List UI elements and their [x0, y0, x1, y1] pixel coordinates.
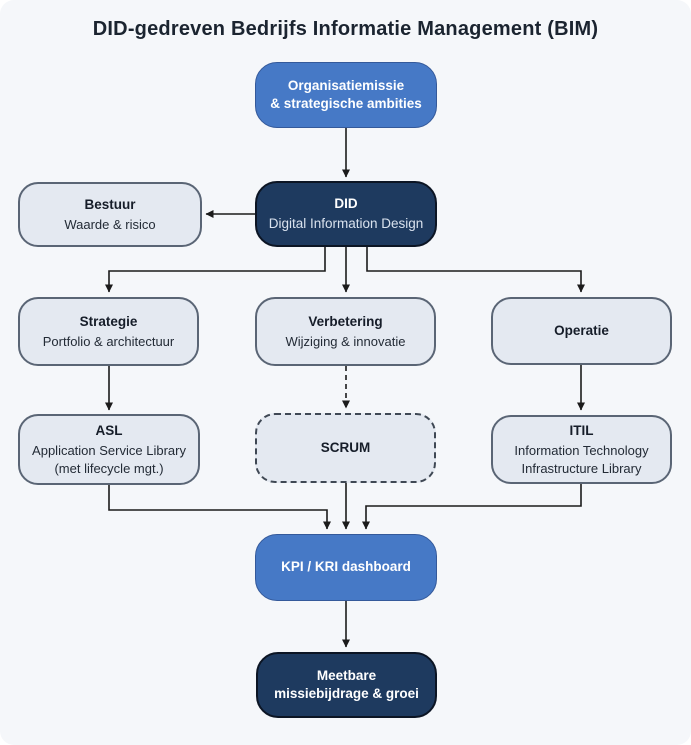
node-bestuur-subtitle: Waarde & risico: [64, 216, 156, 232]
node-verbetering-subtitle: Wijziging & innovatie: [285, 333, 406, 349]
node-asl: ASL Application Service Library (met lif…: [18, 414, 200, 485]
arrow-itil-to-kpi: [362, 484, 582, 530]
node-kpi-kri-dashboard: KPI / KRI dashboard: [255, 534, 437, 601]
node-organisatiemissie: Organisatiemissie & strategische ambitie…: [255, 62, 437, 128]
arrow-did-to-strategie: [105, 247, 326, 293]
node-asl-subtitle: Application Service Library (met lifecyc…: [32, 443, 186, 476]
node-meetbare-line2: missiebijdrage & groei: [274, 686, 419, 701]
node-itil: ITIL Information Technology Infrastructu…: [491, 415, 672, 484]
node-operatie-title: Operatie: [554, 322, 609, 338]
node-itil-title: ITIL: [569, 422, 594, 438]
node-strategie-title: Strategie: [79, 313, 138, 329]
node-asl-title: ASL: [95, 422, 123, 438]
node-strategie: Strategie Portfolio & architectuur: [18, 297, 199, 366]
node-did: DID Digital Information Design: [255, 181, 437, 247]
node-strategie-subtitle: Portfolio & architectuur: [42, 333, 175, 349]
node-organisatiemissie-line2: & strategische ambities: [270, 96, 422, 111]
node-did-title: DID: [334, 195, 358, 211]
node-itil-subtitle: Information Technology Infrastructure Li…: [514, 443, 649, 476]
node-bestuur-title: Bestuur: [84, 196, 136, 212]
arrow-did-to-operatie: [366, 247, 585, 293]
node-meetbare-line1: Meetbare: [316, 667, 377, 683]
node-kpi-title: KPI / KRI dashboard: [281, 559, 411, 575]
node-scrum: SCRUM: [255, 413, 436, 483]
node-operatie: Operatie: [491, 297, 672, 365]
node-scrum-title: SCRUM: [320, 439, 371, 455]
node-verbetering-title: Verbetering: [308, 313, 383, 329]
node-organisatiemissie-line1: Organisatiemissie: [287, 77, 405, 93]
node-did-subtitle: Digital Information Design: [268, 216, 424, 231]
node-meetbare: Meetbare missiebijdrage & groei: [256, 652, 437, 718]
node-verbetering: Verbetering Wijziging & innovatie: [255, 297, 436, 366]
node-bestuur: Bestuur Waarde & risico: [18, 182, 202, 247]
page-title: DID-gedreven Bedrijfs Informatie Managem…: [92, 18, 599, 40]
arrow-asl-to-kpi: [108, 485, 331, 530]
